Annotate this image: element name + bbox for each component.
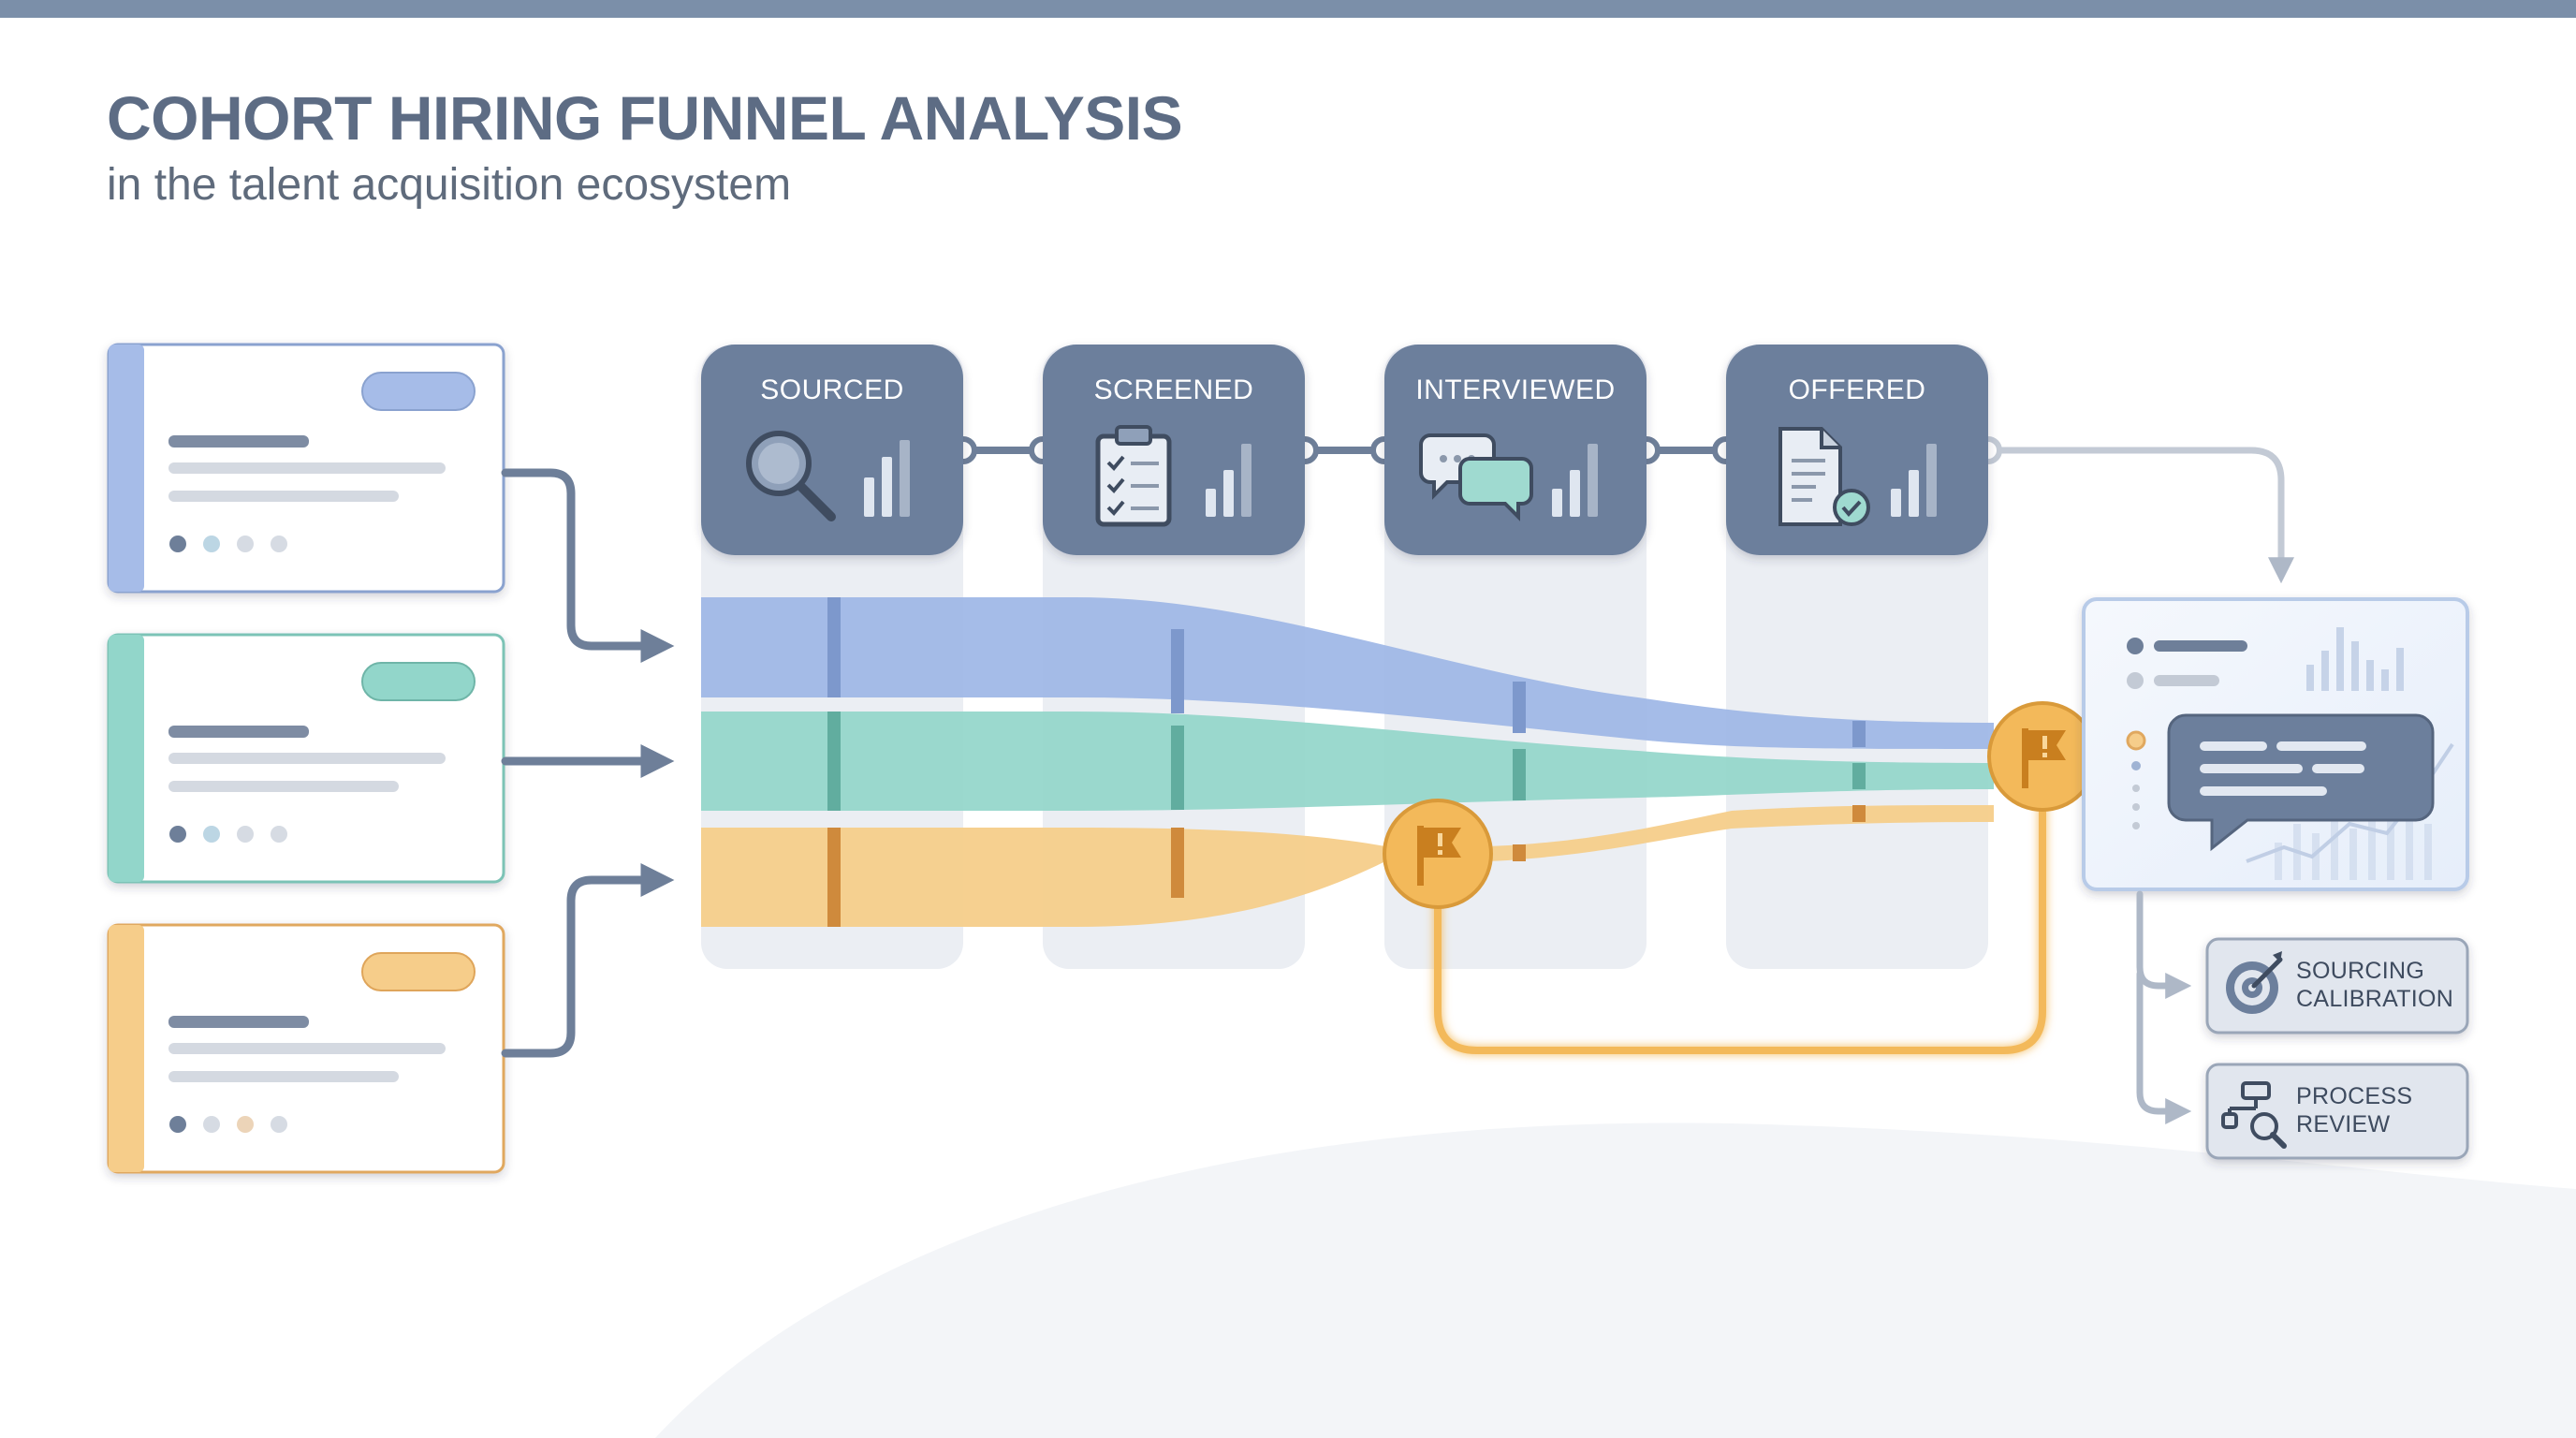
stage-label-interviewed: INTERVIEWED	[1415, 374, 1615, 405]
insights-dashboard-panel[interactable]	[2082, 597, 2469, 891]
band-divider	[1171, 726, 1184, 810]
card-tag-pill	[361, 372, 476, 411]
card-dot	[203, 1116, 220, 1133]
band-divider	[1171, 629, 1184, 713]
magnifier-icon	[746, 431, 836, 521]
band-blue	[701, 597, 1994, 749]
connector-arrow	[501, 863, 675, 1058]
card-text-bar	[168, 491, 399, 502]
action-label-line: SOURCING	[2296, 958, 2424, 984]
stage-tile-interviewed[interactable]: INTERVIEWED	[1384, 345, 1647, 555]
document-check-icon	[1778, 427, 1870, 526]
band-divider	[1513, 749, 1526, 800]
card-heading-bar	[168, 726, 309, 738]
stage-label-offered: OFFERED	[1789, 374, 1926, 405]
card-heading-bar	[168, 1016, 309, 1028]
mini-bar-chart-icon	[2306, 627, 2404, 691]
page-subtitle: in the talent acquisition ecosystem	[107, 160, 792, 210]
card-dot	[203, 536, 220, 552]
stage-label-sourced: SOURCED	[760, 374, 904, 405]
card-connectors	[501, 468, 675, 1058]
bar-chart-icon	[1552, 444, 1598, 517]
stage-tile-screened[interactable]: SCREENED	[1043, 345, 1305, 555]
stage-tile-sourced[interactable]: SOURCED	[701, 345, 963, 555]
alert-badge-offered[interactable]	[1987, 701, 2098, 812]
bar-chart-icon	[1891, 444, 1937, 517]
card-text-bar	[168, 781, 399, 792]
bar-chart-icon	[1206, 444, 1251, 517]
card-text-bar	[168, 462, 446, 474]
band-divider	[1852, 721, 1866, 747]
cohort-bands	[701, 597, 1994, 927]
bar-chart-icon	[864, 440, 910, 517]
band-divider	[1171, 828, 1184, 898]
card-dot	[169, 826, 186, 843]
card-tag-pill	[361, 662, 476, 701]
output-connector	[1988, 447, 2294, 584]
card-dot	[203, 826, 220, 843]
band-divider	[827, 597, 841, 697]
connector-arrow	[501, 468, 675, 663]
card-dot	[271, 1116, 287, 1133]
process-review-button[interactable]: PROCESS REVIEW	[2205, 1063, 2469, 1160]
cohort-card-blue[interactable]	[107, 343, 505, 594]
band-divider	[1852, 805, 1866, 822]
card-dot	[169, 536, 186, 552]
top-accent-bar	[0, 0, 2576, 18]
card-dot	[237, 536, 254, 552]
card-text-bar	[168, 1071, 399, 1082]
card-dot	[169, 1116, 186, 1133]
alert-badge-interviewed[interactable]	[1383, 799, 1493, 909]
alert-loop-path	[1434, 796, 2046, 1054]
band-divider	[1852, 763, 1866, 789]
action-connectors	[2136, 890, 2192, 1124]
band-divider	[1513, 844, 1526, 861]
band-orange	[701, 805, 1994, 927]
flowchart-search-icon	[2221, 1081, 2287, 1149]
chat-bubbles-icon	[1419, 433, 1533, 521]
card-dot	[271, 536, 287, 552]
warning-flag-icon	[1417, 826, 1461, 886]
warning-flag-icon	[2022, 728, 2066, 788]
cohort-card-teal[interactable]	[107, 633, 505, 884]
action-label-line: REVIEW	[2296, 1111, 2391, 1137]
card-text-bar	[168, 1043, 446, 1054]
stage-tile-offered[interactable]: OFFERED	[1726, 345, 1988, 555]
card-text-bar	[168, 753, 446, 764]
stage-label-screened: SCREENED	[1094, 374, 1254, 405]
target-gear-icon	[2226, 951, 2283, 1014]
clipboard-checklist-icon	[1095, 425, 1172, 527]
band-teal	[701, 712, 1994, 811]
sourcing-calibration-button[interactable]: SOURCING CALIBRATION	[2205, 937, 2469, 1034]
card-dot	[271, 826, 287, 843]
card-tag-pill	[361, 952, 476, 991]
card-heading-bar	[168, 435, 309, 448]
cohort-card-orange[interactable]	[107, 923, 505, 1174]
message-bubble-icon	[2167, 713, 2435, 852]
band-divider	[827, 712, 841, 811]
action-label-line: CALIBRATION	[2296, 986, 2453, 1012]
page-title: COHORT HIRING FUNNEL ANALYSIS	[107, 83, 1183, 153]
background-wave	[655, 1123, 2576, 1438]
card-dot	[237, 826, 254, 843]
band-divider	[1513, 682, 1526, 733]
band-divider	[827, 828, 841, 927]
action-label-line: PROCESS	[2296, 1083, 2412, 1109]
card-dot	[237, 1116, 254, 1133]
